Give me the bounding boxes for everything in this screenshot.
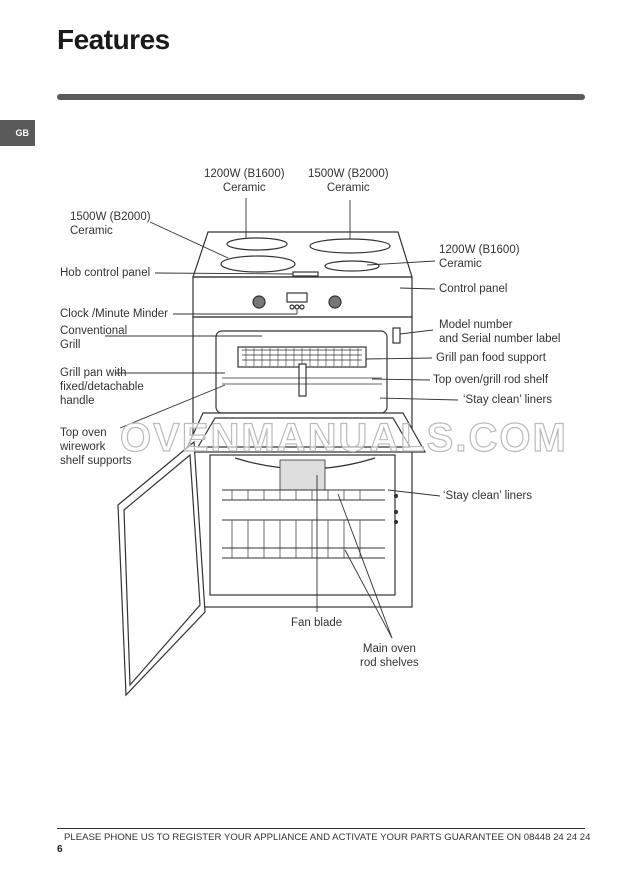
hob-zone-rear-left <box>226 237 288 251</box>
label-line: Ceramic <box>439 258 482 270</box>
label-shelf-supports: Top oven wirework shelf supports <box>60 426 132 468</box>
title-divider <box>57 94 585 100</box>
label-line: and Serial number label <box>439 333 561 345</box>
label-line: 1500W (B2000) <box>70 211 151 223</box>
label-hob-control-panel: Hob control panel <box>60 267 151 279</box>
right-knob <box>328 295 342 309</box>
label-line: rod shelves <box>360 657 419 669</box>
label-line: Top oven <box>60 427 107 439</box>
label-line: fixed/detachable <box>60 381 144 393</box>
clock-display <box>286 292 308 303</box>
label-top-rod-shelf: Top oven/grill rod shelf <box>433 374 549 386</box>
label-grill-pan-support: Grill pan food support <box>436 352 546 364</box>
label-line: 1200W (B1600) <box>204 168 285 180</box>
label-control-panel: Control panel <box>439 283 508 295</box>
label-line: Conventional <box>60 325 128 337</box>
label-line: Model number <box>439 319 513 331</box>
fan-blade <box>279 459 326 491</box>
label-line: Grill <box>60 339 81 351</box>
label-hob-front-right: 1200W (B1600) Ceramic <box>439 243 520 271</box>
footer-divider <box>57 828 585 829</box>
label-fan-blade: Fan blade <box>291 617 343 629</box>
label-line: 1500W (B2000) <box>308 168 389 180</box>
grill-pan-handle <box>298 363 307 397</box>
main-oven-door <box>117 440 206 697</box>
label-line: Ceramic <box>326 182 370 194</box>
label-line: Ceramic <box>222 182 266 194</box>
hob-zone-front-right <box>324 260 380 272</box>
label-stay-clean-top: ‘Stay clean’ liners <box>463 394 553 406</box>
footer-text: PLEASE PHONE US TO REGISTER YOUR APPLIAN… <box>64 832 591 843</box>
hob-zone-front-left <box>220 255 296 273</box>
label-model-number: Model number and Serial number label <box>439 318 560 346</box>
left-knob <box>252 295 266 309</box>
label-main-rod-shelves: Main oven rod shelves <box>360 642 419 670</box>
label-hob-rear-left: 1200W (B1600) Ceramic <box>204 167 285 195</box>
label-line: Main oven <box>362 643 416 655</box>
page-title: Features <box>57 24 170 55</box>
label-grill-pan: Grill pan with fixed/detachable handle <box>60 366 144 408</box>
label-line: shelf supports <box>60 455 132 467</box>
label-line: 1200W (B1600) <box>439 244 520 256</box>
label-line: Grill pan with <box>60 367 127 379</box>
control-panel <box>192 276 413 318</box>
label-stay-clean-main: ‘Stay clean’ liners <box>443 490 533 502</box>
watermark: OVENMANUALS.COM <box>119 415 568 460</box>
page-number: 6 <box>57 844 63 855</box>
label-hob-front-left: 1500W (B2000) Ceramic <box>70 210 151 238</box>
hob-top <box>192 231 413 278</box>
label-line: wirework <box>60 441 106 453</box>
label-line: Ceramic <box>70 225 113 237</box>
model-label <box>392 327 401 344</box>
label-hob-rear-right: 1500W (B2000) Ceramic <box>308 167 389 195</box>
language-tab: GB <box>0 120 35 146</box>
label-line: handle <box>60 395 95 407</box>
main-oven-cavity <box>209 454 396 596</box>
top-oven-door <box>184 412 427 453</box>
label-clock: Clock /Minute Minder <box>60 308 169 320</box>
